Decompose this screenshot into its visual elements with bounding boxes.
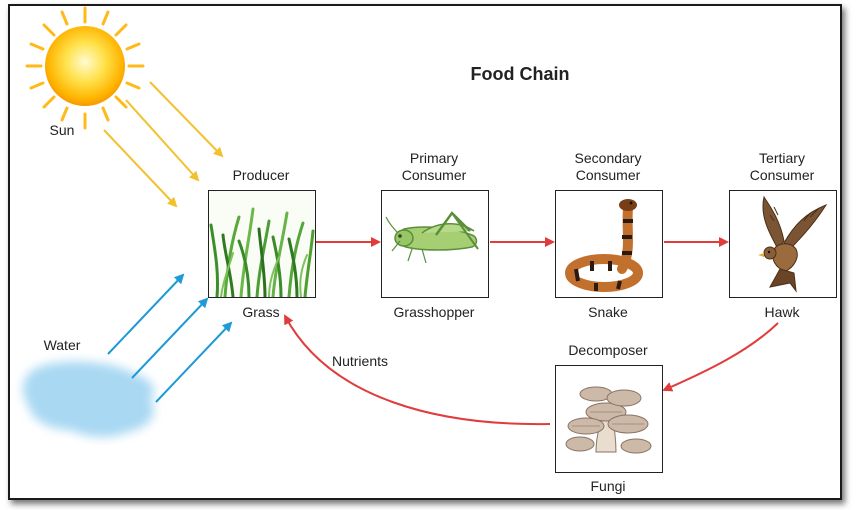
secondary-role-line2: Consumer — [575, 167, 641, 183]
primary-organism-label: Grasshopper — [393, 304, 475, 320]
hawk-icon — [758, 195, 828, 293]
nutrients-label: Nutrients — [331, 353, 389, 369]
tertiary-role-line1: Tertiary — [759, 150, 805, 166]
producer-role-label: Producer — [232, 167, 290, 183]
energy-arrows — [284, 237, 779, 426]
primary-consumer-box — [381, 190, 489, 298]
mushroom-icon — [565, 386, 652, 454]
tertiary-organism-label: Hawk — [764, 304, 800, 320]
water-pool-icon — [22, 361, 154, 438]
secondary-consumer-box — [555, 190, 663, 298]
decomposer-organism-label: Fungi — [590, 478, 626, 494]
primary-role-line1: Primary — [409, 150, 459, 166]
snake-icon — [565, 199, 643, 292]
producer-organism-label: Grass — [242, 304, 280, 320]
sunlight-arrows — [103, 81, 224, 208]
water-label: Water — [43, 337, 81, 353]
grasshopper-icon — [385, 211, 479, 264]
primary-role-line2: Consumer — [401, 167, 467, 183]
producer-box — [208, 190, 316, 298]
decomposer-role-label: Decomposer — [568, 342, 648, 358]
sun-label: Sun — [49, 122, 75, 138]
decomposer-box — [555, 365, 663, 473]
water-arrows — [107, 273, 233, 403]
tertiary-role-line2: Consumer — [749, 167, 815, 183]
secondary-role-line1: Secondary — [574, 150, 642, 166]
sun-icon — [25, 6, 145, 130]
grass-icon — [209, 191, 315, 297]
tertiary-consumer-box — [729, 190, 837, 298]
diagram-title: Food Chain — [470, 64, 570, 84]
secondary-organism-label: Snake — [588, 304, 628, 320]
